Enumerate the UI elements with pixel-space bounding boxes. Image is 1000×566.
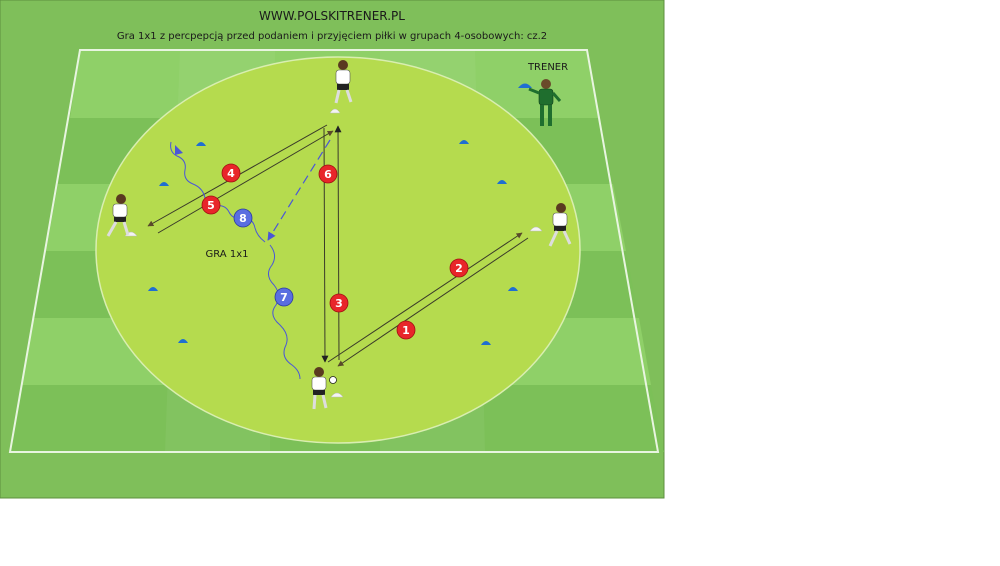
marker-2: 2: [449, 258, 469, 278]
cone-icon: [159, 182, 169, 186]
cone-icon: [529, 226, 543, 232]
svg-text:6: 6: [324, 168, 332, 181]
cones-white: [124, 108, 543, 398]
ball-icon: [329, 376, 337, 384]
marker-1: 1: [396, 320, 416, 340]
svg-text:4: 4: [227, 167, 235, 180]
marker-5: 5: [201, 195, 221, 215]
marker-4: 4: [221, 163, 241, 183]
player-icon-bottom: [311, 367, 337, 410]
marker-8: 8: [233, 208, 253, 228]
player-icon-top: [334, 60, 353, 104]
dribble-path: [268, 244, 301, 380]
svg-text:3: 3: [335, 297, 343, 310]
player-icon-right: [548, 203, 572, 247]
markers: 1 2 3 4 5 6 7 8: [201, 163, 469, 340]
game-label: GRA 1x1: [206, 249, 249, 260]
cone-icon: [497, 180, 507, 184]
svg-text:2: 2: [455, 262, 463, 275]
cone-icon: [178, 339, 188, 343]
cone-icon: [196, 142, 206, 146]
cone-icon: [508, 287, 518, 291]
cone-icon: [459, 140, 469, 144]
marker-6: 6: [318, 164, 338, 184]
coach-icon: [528, 79, 562, 126]
svg-text:7: 7: [280, 291, 288, 304]
svg-text:8: 8: [239, 212, 247, 225]
cones-blue: [148, 83, 532, 345]
site-title: WWW.POLSKITRENER.PL: [259, 9, 405, 23]
arrow-icon: [175, 145, 183, 155]
diagram-subtitle: Gra 1x1 z percpepcją przed podaniem i pr…: [117, 31, 547, 42]
cone-icon: [148, 287, 158, 291]
svg-text:1: 1: [402, 324, 410, 337]
cone-icon: [518, 83, 532, 88]
cone-icon: [329, 108, 341, 114]
cone-icon: [330, 392, 344, 398]
player-icon-left: [106, 194, 130, 237]
playing-circle: [95, 56, 581, 444]
cone-icon: [481, 341, 491, 345]
coach-label: TRENER: [527, 62, 568, 73]
svg-text:5: 5: [207, 199, 215, 212]
dashed-pass: [267, 139, 331, 241]
marker-7: 7: [274, 287, 294, 307]
marker-3: 3: [329, 293, 349, 313]
